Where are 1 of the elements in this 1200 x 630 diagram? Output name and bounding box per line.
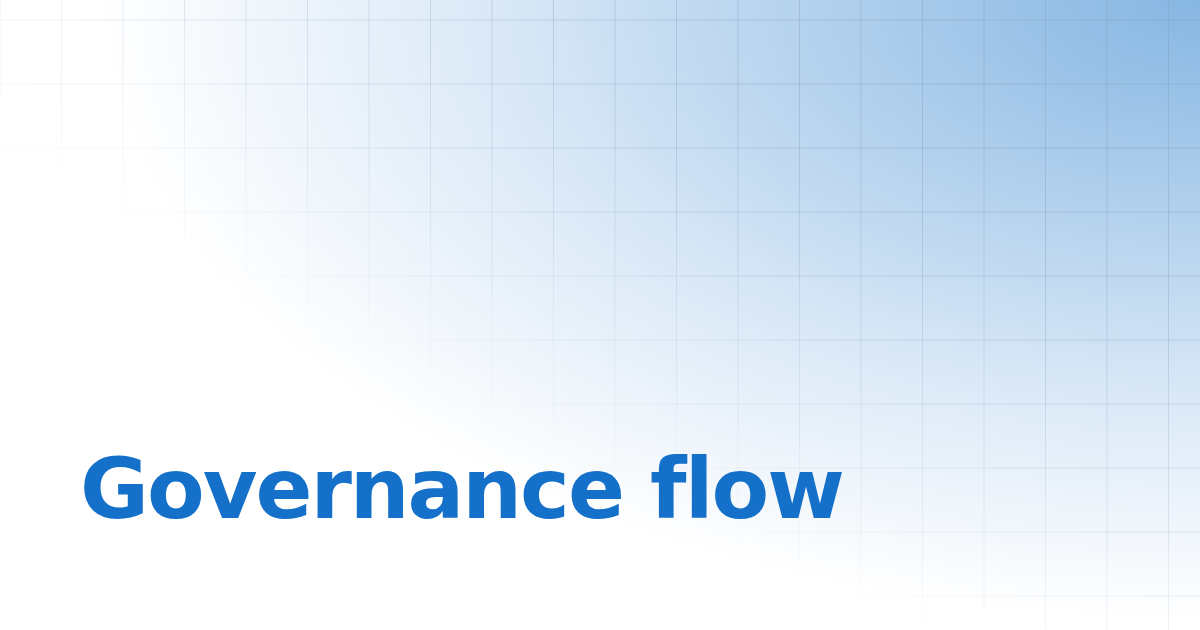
title: Governance flow xyxy=(80,440,843,538)
